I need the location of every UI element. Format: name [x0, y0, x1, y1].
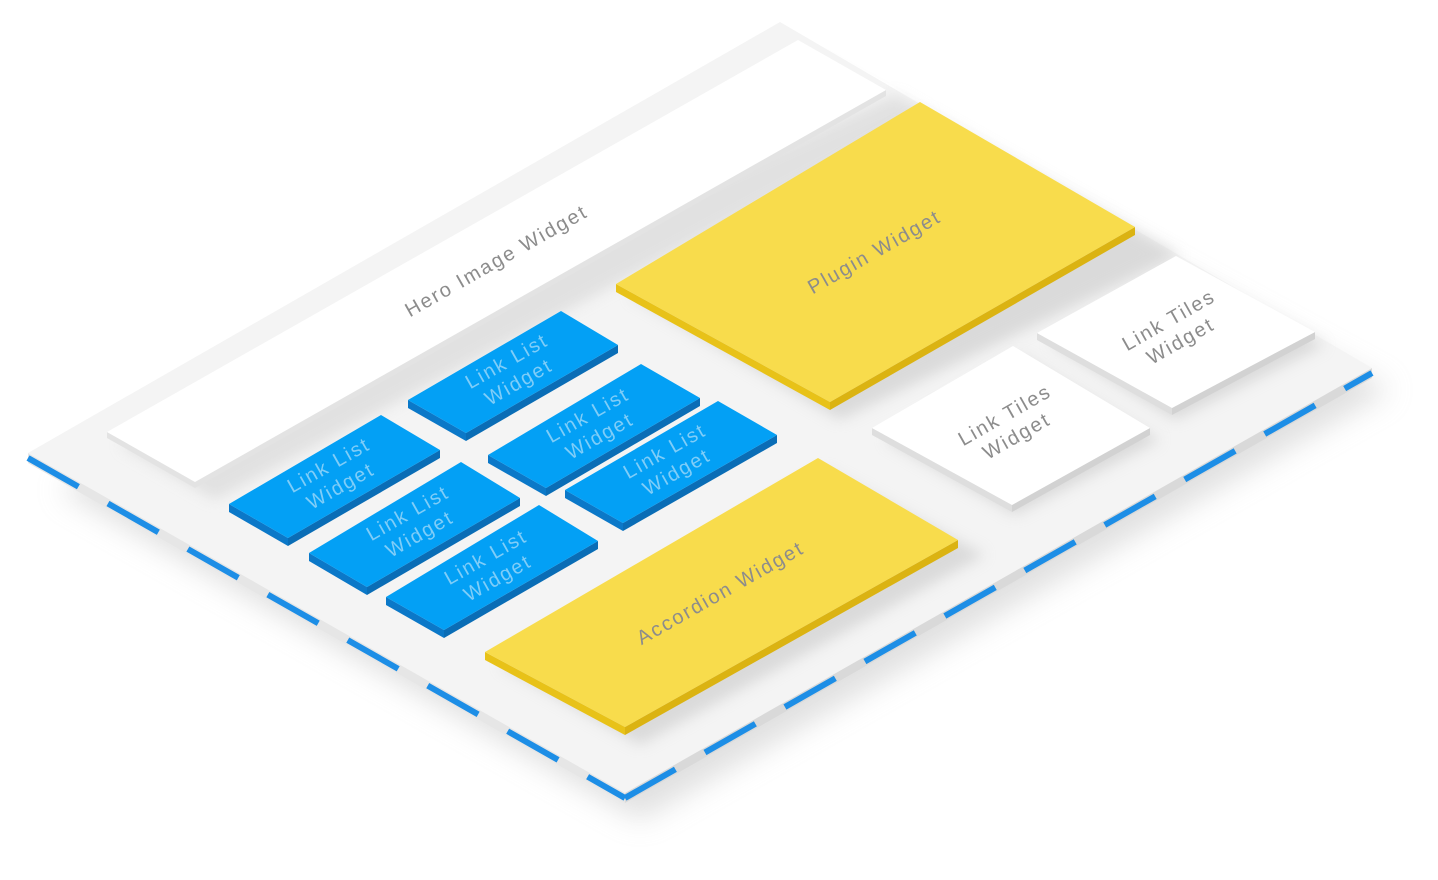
link-tiles-side	[872, 428, 1012, 512]
accordion-side-right	[625, 540, 958, 735]
link-list-side	[386, 597, 444, 638]
link-list-side	[488, 455, 546, 496]
accordion-face	[485, 458, 958, 727]
link-list-side	[309, 553, 367, 595]
accordion-side	[485, 652, 625, 735]
link-tiles-side-right	[1012, 428, 1150, 512]
link-tiles-side-right	[1172, 332, 1315, 415]
hero-side-right	[195, 90, 886, 488]
plugin-widget: Plugin Widget	[616, 102, 1180, 420]
link-list-face	[229, 415, 440, 538]
plugin-side	[616, 284, 830, 410]
link-list-side	[408, 400, 466, 441]
link-list-side-right	[444, 541, 598, 638]
link-list-widget: Link ListWidget	[309, 462, 520, 595]
link-list-widget: Link ListWidget	[386, 505, 598, 638]
plugin-side-right	[830, 227, 1135, 410]
link-tiles-side	[1037, 333, 1172, 415]
board-dashed-edge-right	[623, 370, 1374, 801]
link-list-widget: Link ListWidget	[488, 364, 700, 496]
link-list-side-right	[466, 345, 618, 441]
link-list-side	[229, 504, 288, 546]
hero-image-widget: Hero Image Widget	[107, 40, 930, 500]
link-list-face	[565, 401, 777, 523]
link-list-face	[386, 505, 598, 630]
link-tiles-face	[1037, 256, 1315, 408]
link-list-face	[408, 311, 618, 433]
link-list-side-right	[367, 498, 520, 595]
plugin-face	[616, 102, 1135, 402]
link-list-side	[565, 490, 623, 531]
link-list-face	[309, 462, 520, 587]
hero-face	[107, 40, 886, 482]
link-list-widget: Link ListWidget	[565, 401, 777, 531]
link-list-side-right	[623, 435, 777, 531]
link-list-face	[488, 364, 700, 488]
link-list-side-right	[546, 398, 700, 496]
link-tiles-face	[872, 346, 1150, 505]
board-dashed-edge-left	[26, 455, 627, 801]
accordion-widget: Accordion Widget	[485, 458, 985, 745]
link-tiles-widget: Link TilesWidget	[1037, 256, 1325, 420]
hero-side	[107, 432, 195, 488]
link-tiles-widget: Link TilesWidget	[872, 346, 1160, 515]
link-list-side-right	[288, 450, 440, 546]
